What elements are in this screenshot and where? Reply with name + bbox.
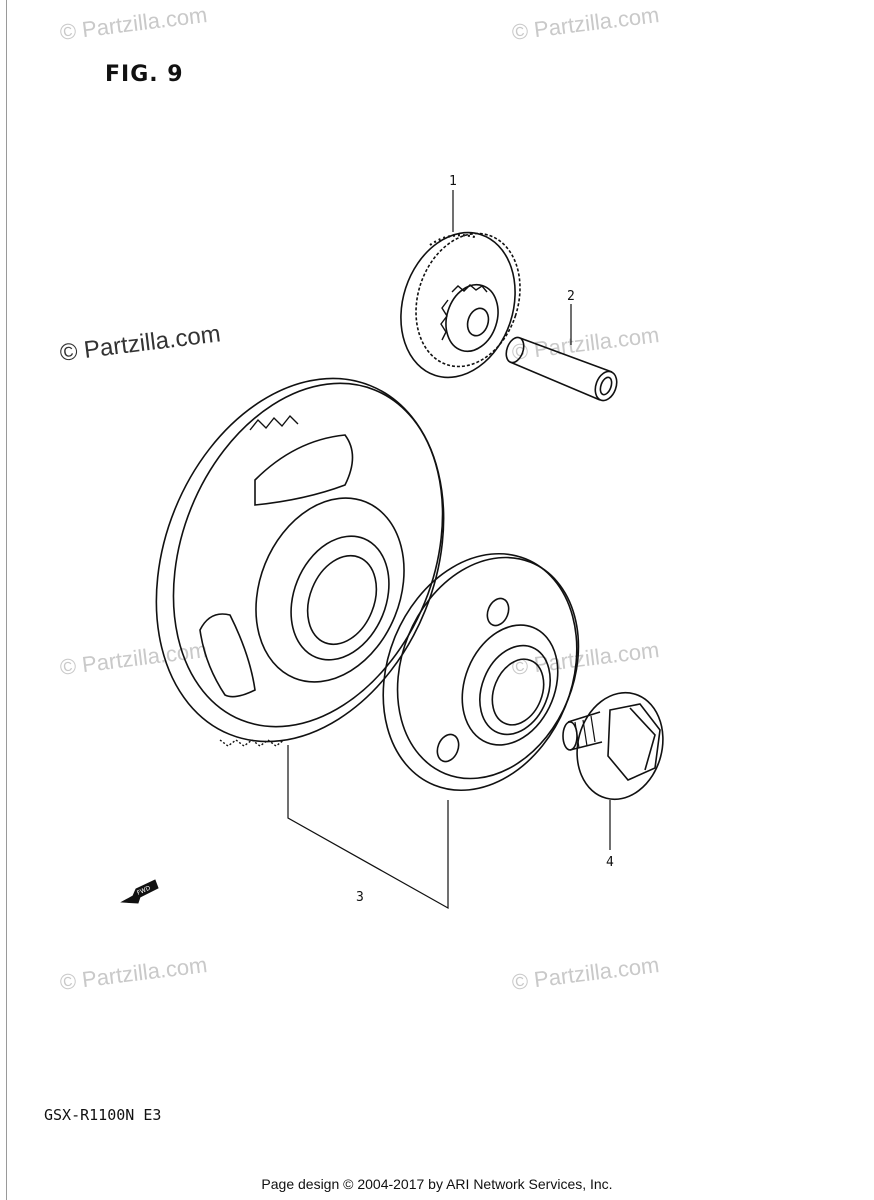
fwd-arrow-icon [120,879,159,904]
part-1-idle-gear[interactable] [383,218,537,393]
leader-lines [287,190,611,910]
callout-3: 3 [356,890,364,905]
part-4-bolt[interactable] [562,683,675,809]
part-3-clutch-housing[interactable] [349,524,611,819]
page-border [6,0,7,1200]
model-code: GSX-R1100N E3 [44,1106,162,1124]
part-2-shaft[interactable] [503,335,620,403]
figure-title: FIG. 9 [105,62,184,87]
callout-2: 2 [567,289,575,304]
callout-1: 1 [449,174,457,189]
footer-copyright: Page design © 2004-2017 by ARI Network S… [261,1176,613,1192]
part-3-driven-gear[interactable] [104,335,495,785]
callout-4: 4 [606,855,614,870]
